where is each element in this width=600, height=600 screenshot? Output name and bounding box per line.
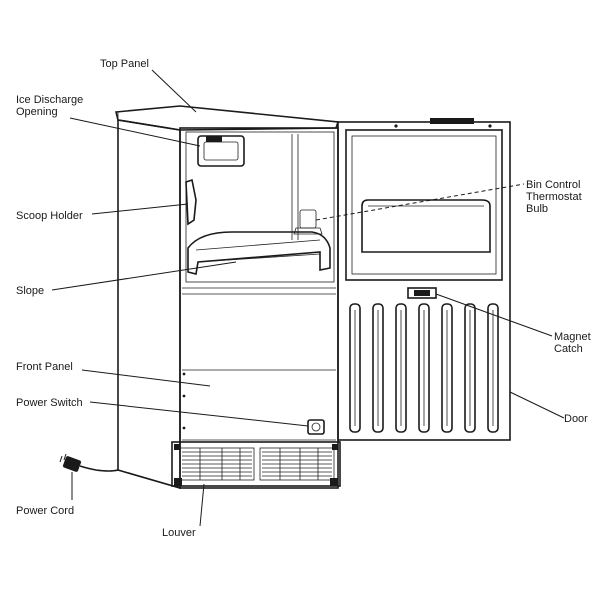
label-power-cord: Power Cord bbox=[16, 505, 74, 517]
label-ice-discharge-2: Opening bbox=[16, 106, 58, 118]
cabinet bbox=[114, 105, 340, 490]
door-slots bbox=[349, 303, 499, 433]
power-cord bbox=[59, 453, 119, 472]
label-power-switch: Power Switch bbox=[16, 397, 83, 409]
label-louver: Louver bbox=[162, 527, 196, 539]
label-slope: Slope bbox=[16, 285, 44, 297]
door bbox=[337, 118, 511, 441]
ice-discharge-opening bbox=[197, 135, 245, 167]
top-panel bbox=[114, 105, 340, 131]
label-bin-control-1: Bin Control bbox=[526, 179, 580, 191]
scoop-holder bbox=[185, 178, 197, 226]
label-magnet-catch-2: Catch bbox=[554, 343, 583, 355]
label-magnet-catch-1: Magnet bbox=[554, 331, 591, 343]
label-scoop-holder: Scoop Holder bbox=[16, 210, 83, 222]
labels: Top Panel Ice Discharge Opening Scoop Ho… bbox=[16, 58, 591, 539]
label-top-panel: Top Panel bbox=[100, 58, 149, 70]
side-panel bbox=[117, 119, 181, 490]
slope bbox=[187, 231, 331, 275]
label-bin-control-2: Thermostat bbox=[526, 191, 582, 203]
label-front-panel: Front Panel bbox=[16, 361, 73, 373]
label-ice-discharge-1: Ice Discharge bbox=[16, 94, 83, 106]
leader-lines bbox=[51, 69, 565, 527]
louver bbox=[171, 441, 341, 487]
power-switch bbox=[307, 419, 325, 435]
label-door: Door bbox=[564, 413, 588, 425]
bin-opening bbox=[185, 131, 335, 283]
label-bin-control-3: Bulb bbox=[526, 203, 548, 215]
magnet-catch bbox=[407, 287, 437, 299]
